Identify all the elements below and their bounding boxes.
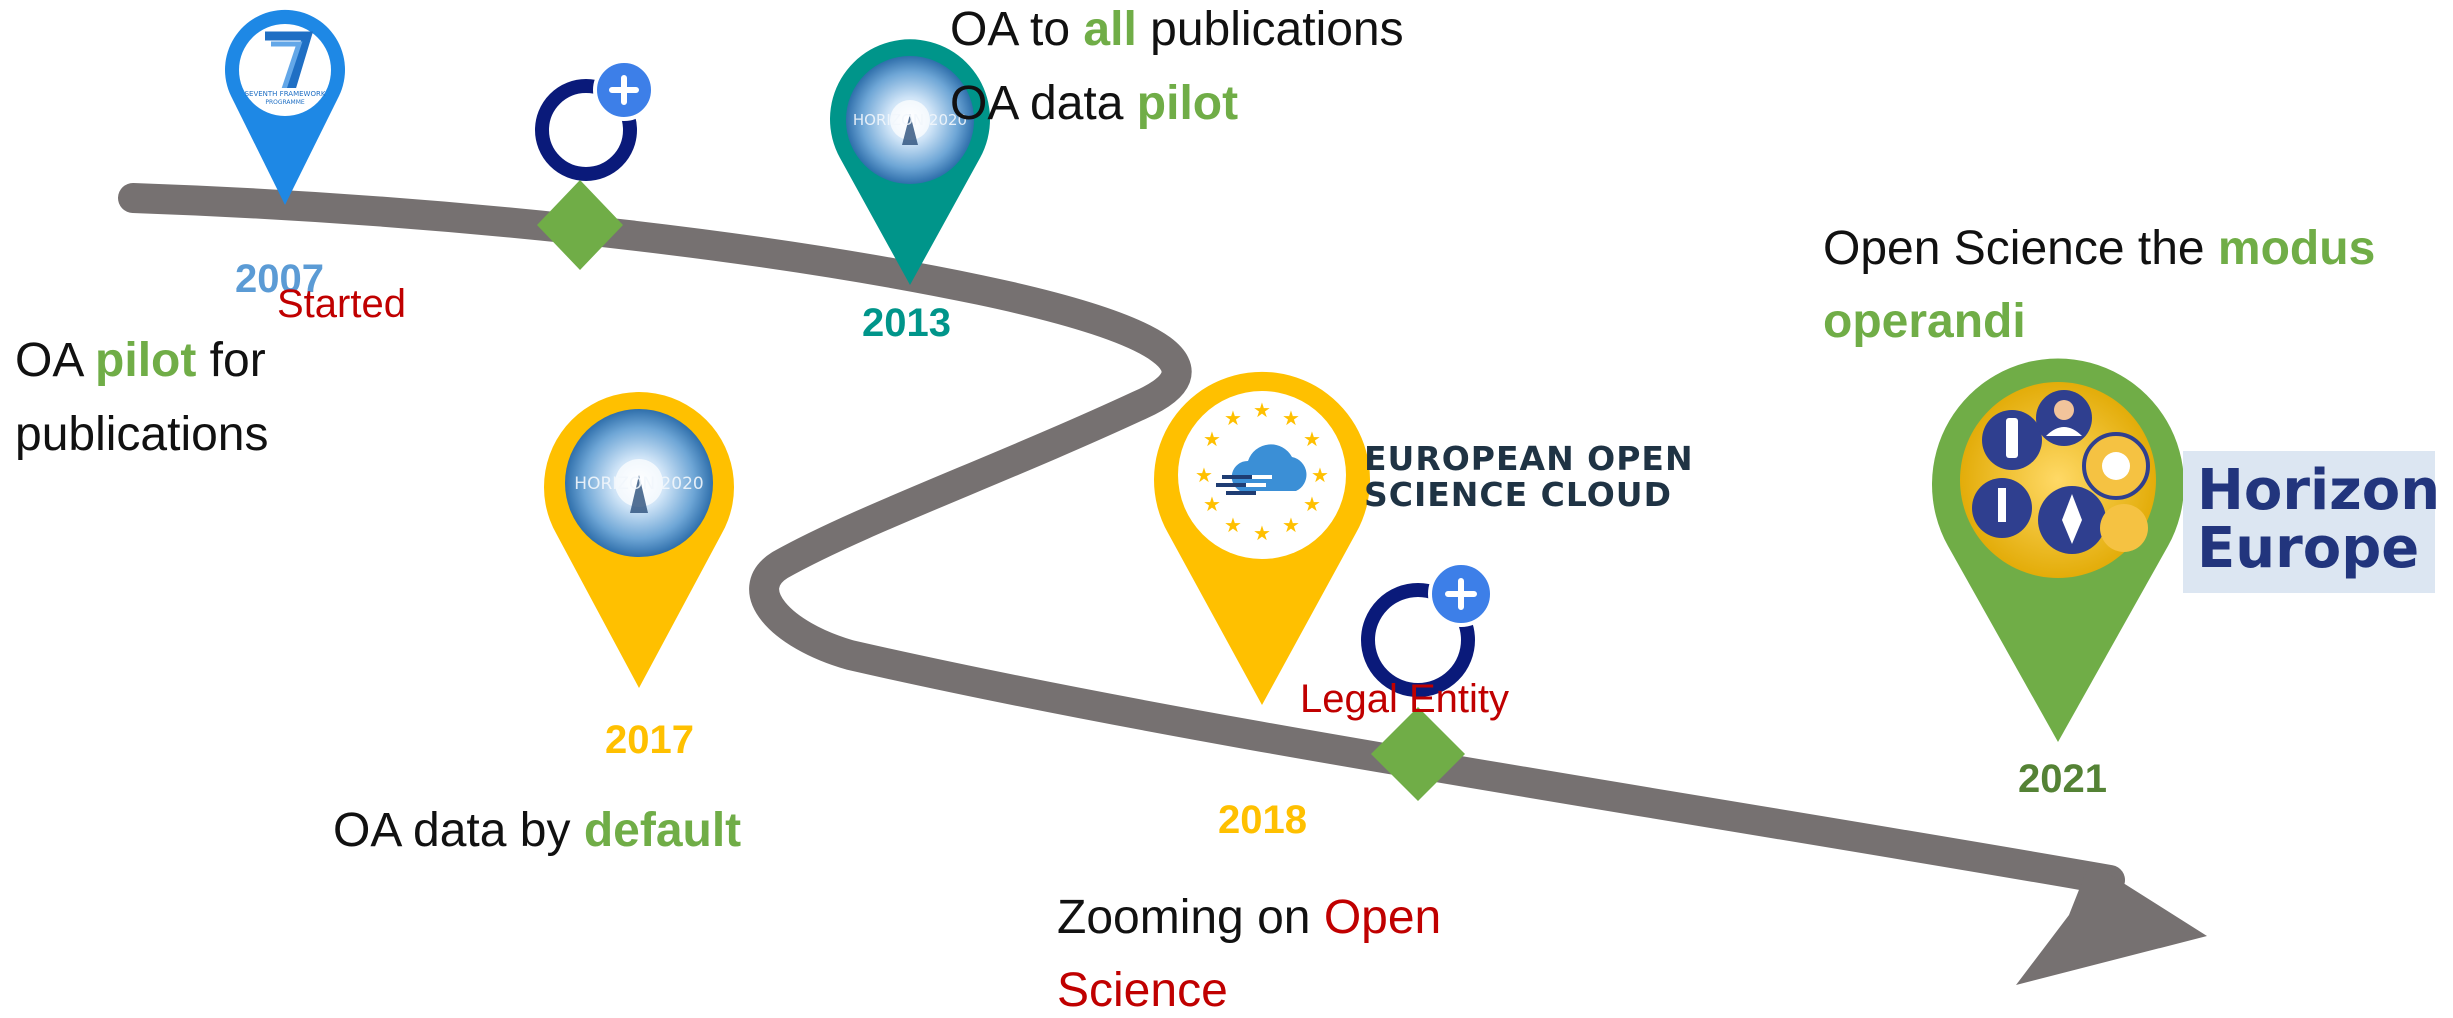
label-legal-entity: Legal Entity bbox=[1300, 677, 1510, 721]
fp7-logo-icon: SEVENTH FRAMEWORK PROGRAMME bbox=[245, 31, 326, 106]
science-collage-icon bbox=[1972, 390, 2150, 554]
svg-text:★: ★ bbox=[1311, 463, 1329, 487]
plus-circle-icon bbox=[1361, 561, 1494, 697]
svg-text:★: ★ bbox=[1303, 492, 1321, 516]
eu-stars-icon: ★★★ ★★★ ★★★ ★★★ bbox=[1195, 398, 1329, 545]
text-2018-line2: Science bbox=[1057, 964, 1228, 1017]
svg-text:HORIZON 2020: HORIZON 2020 bbox=[853, 111, 967, 129]
horizon-europe-logo: Horizon Europe bbox=[2183, 451, 2440, 593]
svg-text:★: ★ bbox=[1203, 492, 1221, 516]
horizon-2020-logo-icon: HORIZON 2020 bbox=[574, 459, 704, 513]
pin-2021 bbox=[1932, 358, 2184, 742]
horizon-europe-line1: Horizon bbox=[2197, 458, 2441, 523]
road-path bbox=[118, 183, 2207, 985]
pin-2007: SEVENTH FRAMEWORK PROGRAMME bbox=[225, 9, 345, 205]
year-2007: 2007 bbox=[235, 257, 324, 301]
svg-text:HORIZON 2020: HORIZON 2020 bbox=[574, 474, 703, 494]
text-2021-line2: operandi bbox=[1823, 295, 2026, 348]
plus-circle-icon bbox=[535, 59, 655, 181]
svg-text:★: ★ bbox=[1282, 513, 1300, 537]
svg-text:SEVENTH FRAMEWORK: SEVENTH FRAMEWORK bbox=[245, 90, 326, 98]
horizon-europe-line2: Europe bbox=[2197, 516, 2420, 581]
pin-2013: HORIZON 2020 bbox=[830, 39, 990, 285]
eosc-cloud-icon bbox=[1216, 444, 1307, 495]
year-2013: 2013 bbox=[862, 301, 951, 345]
text-2017: OA data by default bbox=[333, 804, 742, 857]
text-2013-line2: OA data pilot bbox=[950, 77, 1239, 130]
svg-text:★: ★ bbox=[1203, 427, 1221, 451]
svg-text:★: ★ bbox=[1303, 427, 1321, 451]
svg-text:★: ★ bbox=[1253, 521, 1271, 545]
diamond-marker-icon bbox=[537, 180, 623, 270]
diamond-marker-icon bbox=[1371, 707, 1465, 801]
horizon-2020-logo-icon: HORIZON 2020 bbox=[853, 100, 967, 145]
year-2017: 2017 bbox=[605, 718, 694, 762]
eosc-logo-line1: EUROPEAN OPEN bbox=[1364, 439, 1694, 478]
svg-text:★: ★ bbox=[1195, 463, 1213, 487]
svg-text:PROGRAMME: PROGRAMME bbox=[265, 99, 305, 106]
label-started: Started bbox=[277, 282, 406, 326]
text-2007-line2: publications bbox=[15, 408, 269, 461]
year-2021: 2021 bbox=[2018, 757, 2107, 801]
text-2021-line1: Open Science the modus bbox=[1823, 222, 2376, 275]
eosc-logo-text: EUROPEAN OPEN SCIENCE CLOUD bbox=[1364, 441, 1694, 513]
svg-text:★: ★ bbox=[1282, 406, 1300, 430]
pin-2018: ★★★ ★★★ ★★★ ★★★ bbox=[1154, 371, 1370, 706]
svg-text:★: ★ bbox=[1224, 406, 1242, 430]
svg-text:★: ★ bbox=[1224, 513, 1242, 537]
svg-text:★: ★ bbox=[1253, 398, 1271, 422]
eosc-logo-line2: SCIENCE CLOUD bbox=[1364, 475, 1672, 514]
text-2013-line1: OA to all publications bbox=[950, 3, 1404, 56]
text-2007-line1: OA pilot for bbox=[15, 334, 266, 387]
year-2018: 2018 bbox=[1218, 798, 1307, 842]
pin-2017: HORIZON 2020 bbox=[544, 392, 734, 689]
text-2018-line1: Zooming on Open bbox=[1057, 891, 1442, 944]
